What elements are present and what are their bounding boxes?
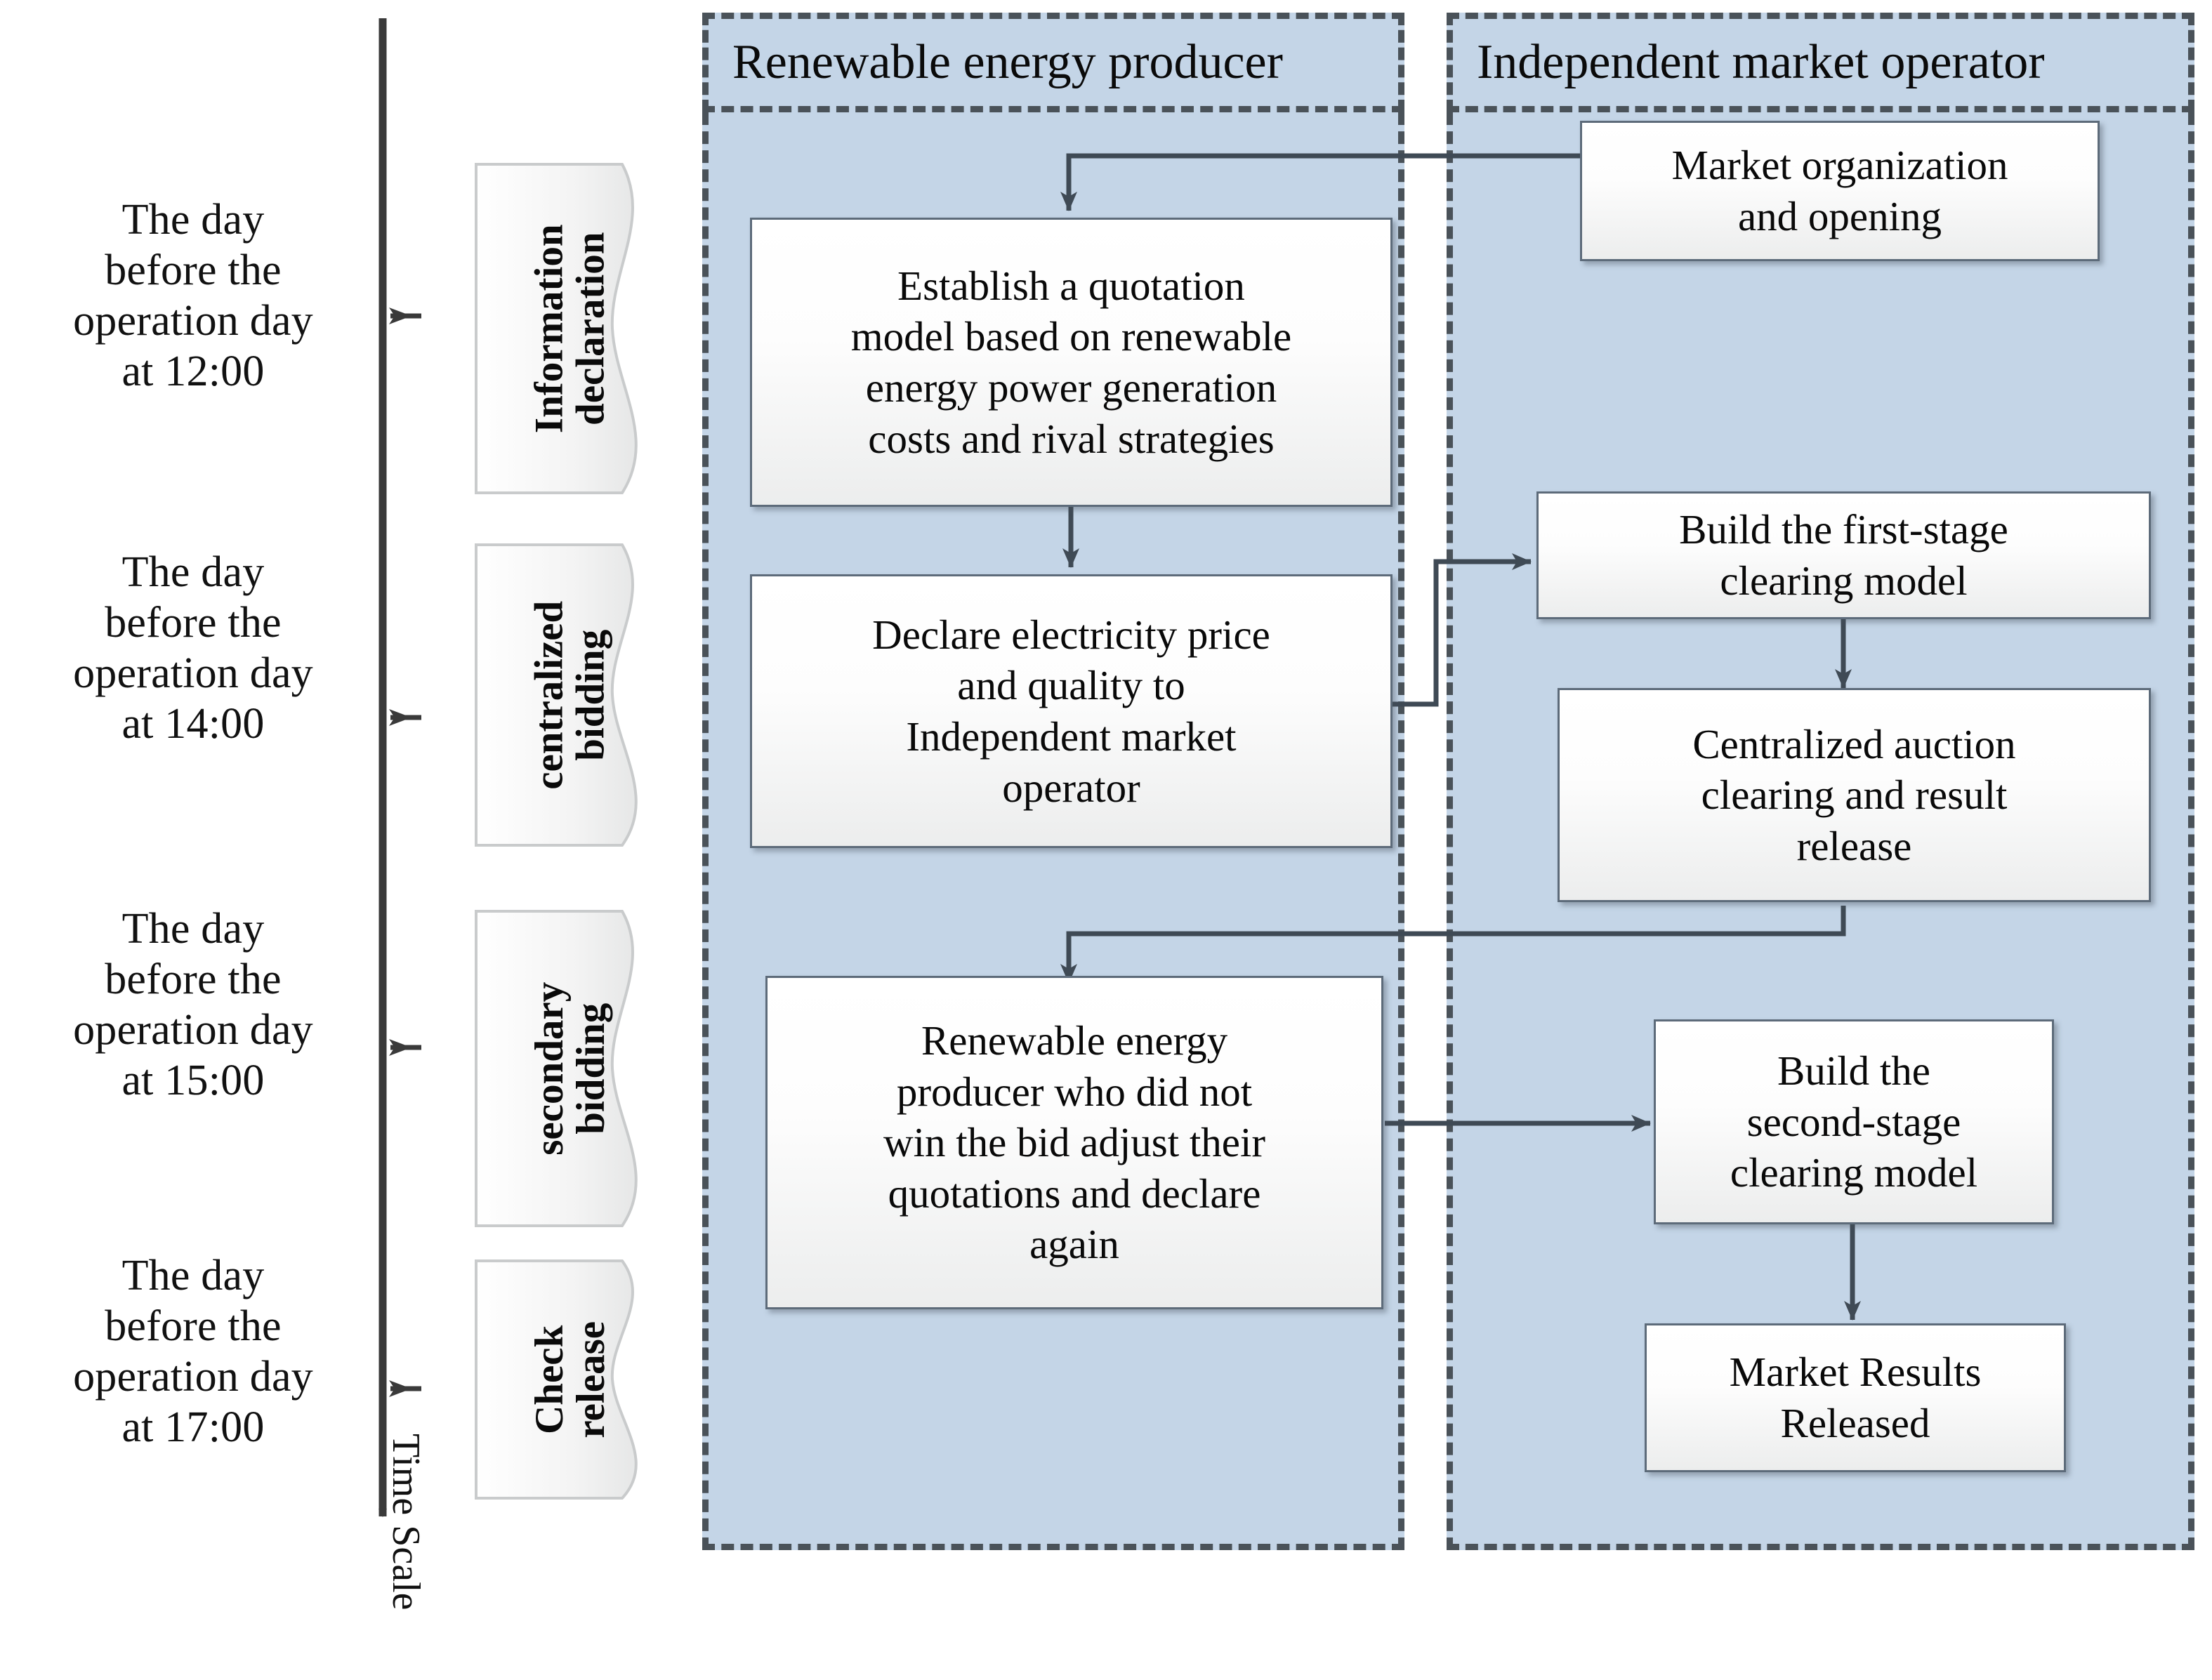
node-establish-quotation-model[interactable]: Establish a quotation model based on ren… bbox=[750, 218, 1393, 507]
node-label: Establish a quotation model based on ren… bbox=[850, 262, 1292, 462]
lane-title: Independent market operator bbox=[1477, 35, 2045, 89]
node-build-second-stage-clearing-model[interactable]: Build the second-stage clearing model bbox=[1654, 1019, 2054, 1224]
node-declare-electricity-price[interactable]: Declare electricity price and quality to… bbox=[750, 574, 1393, 848]
node-label: Declare electricity price and quality to… bbox=[872, 611, 1270, 811]
node-market-results-released[interactable]: Market Results Released bbox=[1645, 1323, 2066, 1472]
node-label: Build the first-stage clearing model bbox=[1679, 506, 2008, 604]
time-label-1500: The day before the operation day at 15:0… bbox=[73, 905, 313, 1104]
node-label: Build the second-stage clearing model bbox=[1730, 1047, 1978, 1196]
node-label: Market organization and opening bbox=[1671, 142, 2008, 239]
phase-tab-check-release: Check release bbox=[472, 1257, 669, 1502]
node-adjust-quotations-declare-again[interactable]: Renewable energy producer who did not wi… bbox=[765, 976, 1383, 1309]
time-label-1200: The day before the operation day at 12:0… bbox=[73, 196, 313, 395]
node-build-first-stage-clearing-model[interactable]: Build the first-stage clearing model bbox=[1536, 491, 2151, 619]
node-market-organization-and-opening[interactable]: Market organization and opening bbox=[1580, 121, 2100, 261]
lane-title: Renewable energy producer bbox=[732, 35, 1283, 89]
node-centralized-auction-clearing[interactable]: Centralized auction clearing and result … bbox=[1558, 688, 2151, 902]
time-label-1400: The day before the operation day at 14:0… bbox=[73, 548, 313, 748]
time-label-1700: The day before the operation day at 17:0… bbox=[73, 1252, 313, 1451]
lane-header-independent-market-operator: Independent market operator bbox=[1447, 13, 2194, 112]
phase-tab-centralized-bidding: centralized bidding bbox=[472, 541, 669, 849]
phase-tab-information-declaration: Information declaration bbox=[472, 160, 669, 497]
phase-tab-secondary-bidding: secondary bidding bbox=[472, 907, 669, 1230]
lane-header-renewable-energy-producer: Renewable energy producer bbox=[702, 13, 1404, 112]
node-label: Centralized auction clearing and result … bbox=[1692, 720, 2016, 869]
node-label: Market Results Released bbox=[1729, 1349, 1982, 1446]
node-label: Renewable energy producer who did not wi… bbox=[883, 1017, 1266, 1268]
